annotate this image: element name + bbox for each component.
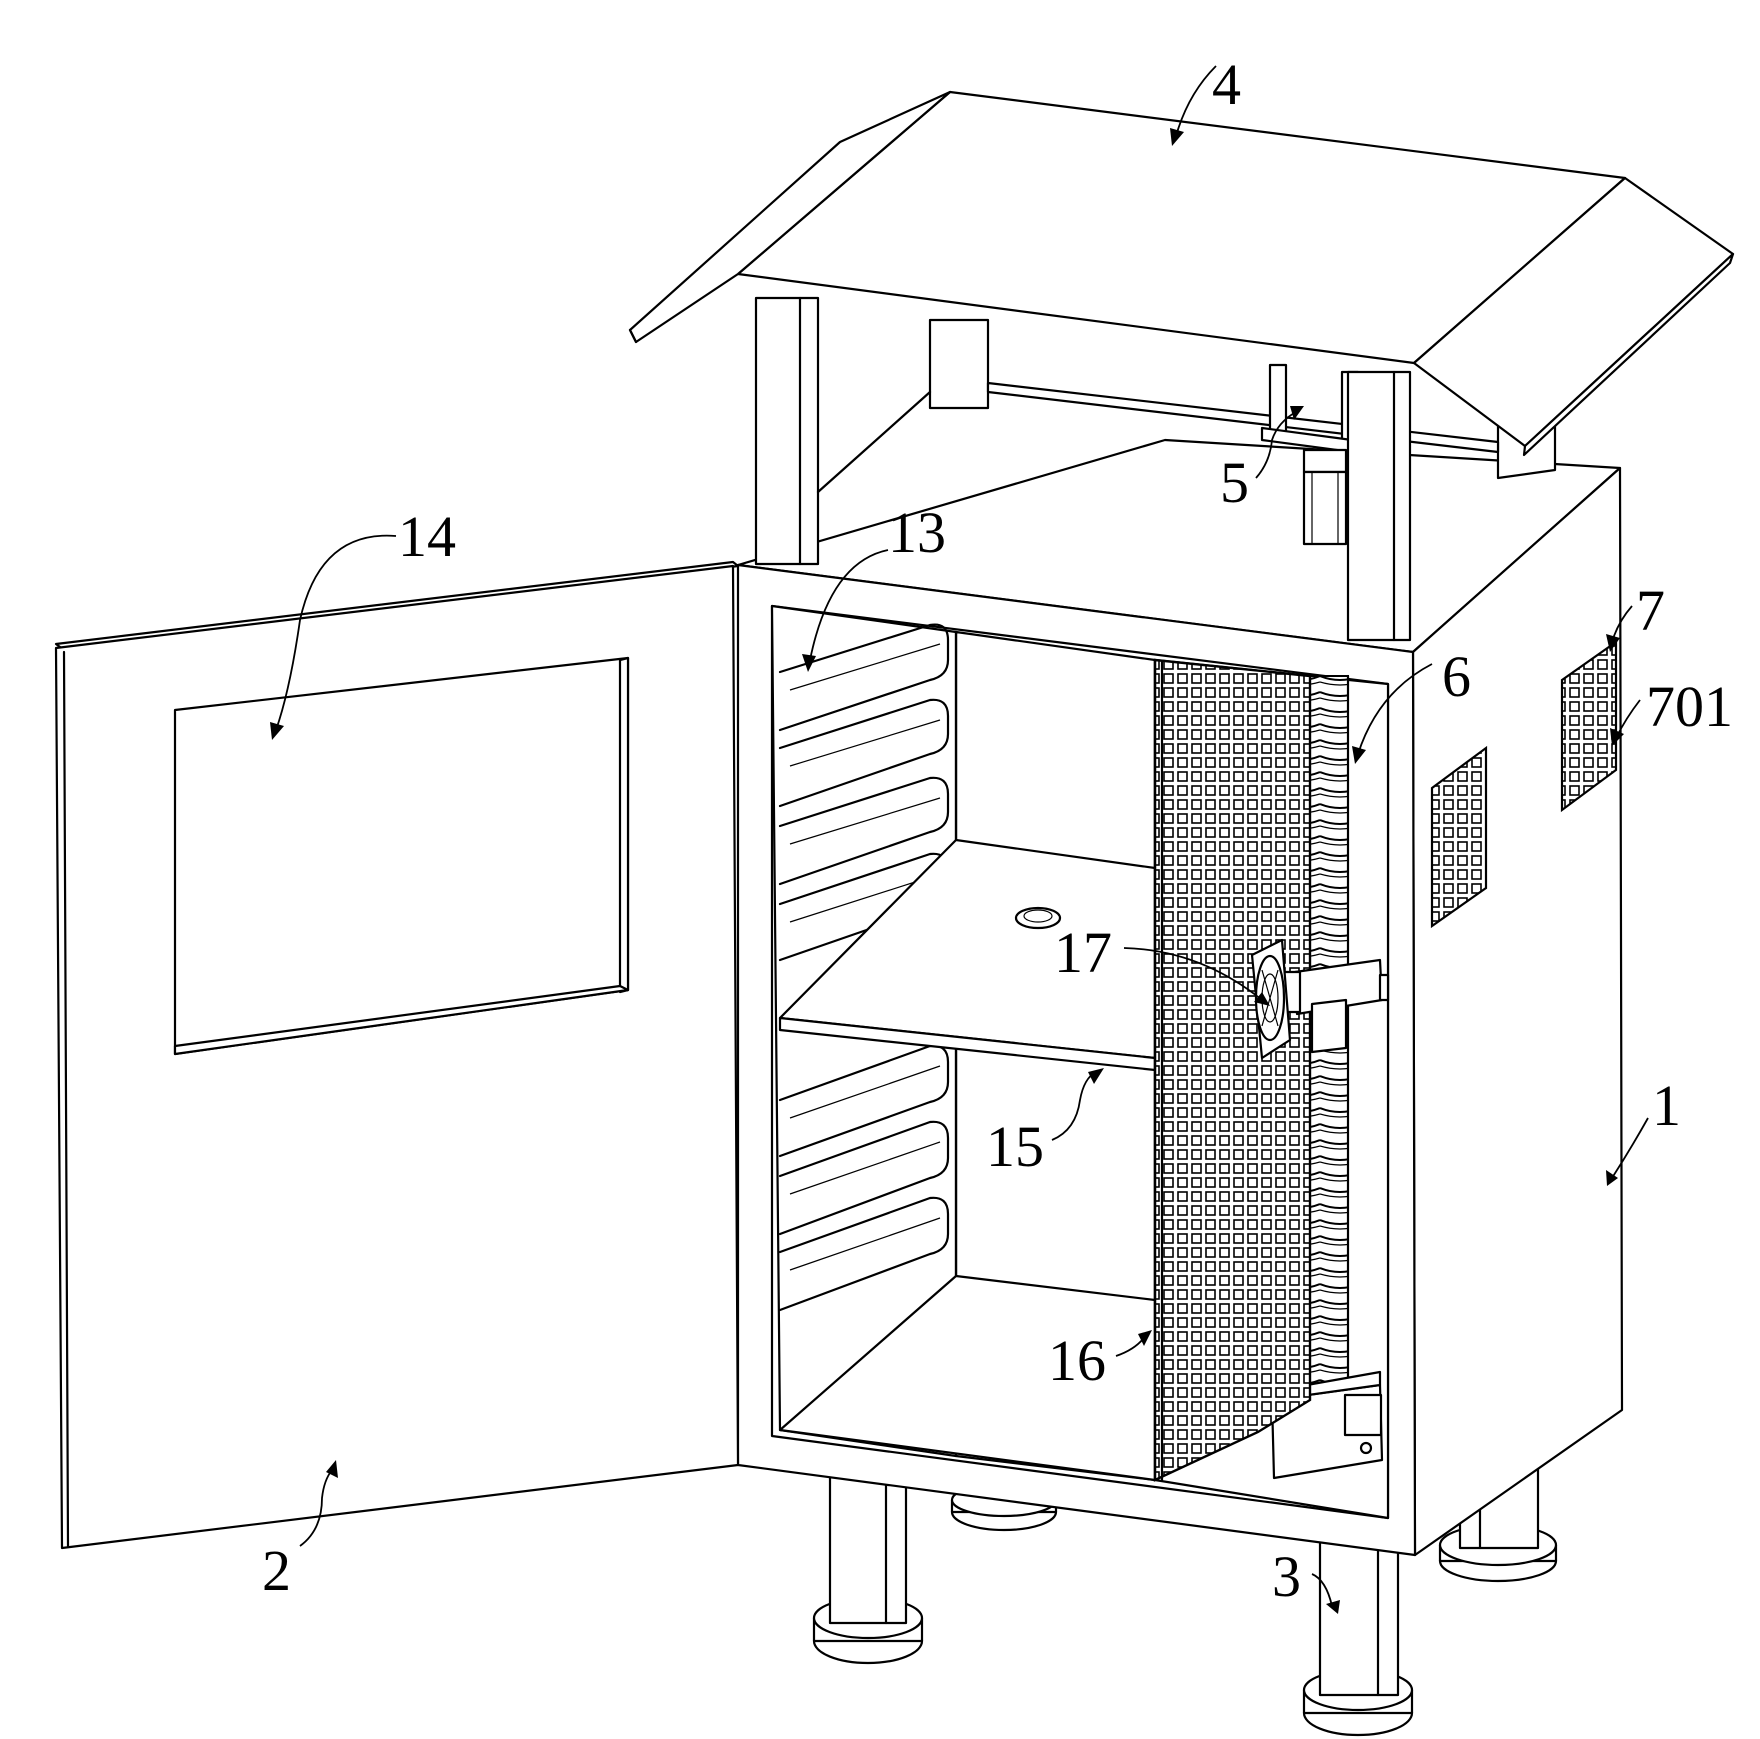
roof-right-edge [1522,252,1735,457]
label-16: 16 [1048,1328,1106,1393]
carriage [1274,958,1390,1054]
callouts: 1 2 3 4 5 6 7 701 13 14 [262,52,1733,1614]
label-7: 7 [1636,578,1665,643]
door [54,560,740,1550]
roof-assembly [628,90,1735,642]
label-2: 2 [262,1538,291,1603]
post-front-right [1346,370,1412,642]
shelf [778,838,1157,1072]
label-13: 13 [888,500,946,565]
label-1: 1 [1652,1073,1681,1138]
label-701: 701 [1646,674,1733,739]
leg-front-left [812,1473,924,1665]
label-14: 14 [398,504,456,569]
screw-base [1270,1370,1384,1480]
fan [1250,938,1292,1060]
side-vents [1430,639,1618,929]
post-front-left [754,296,820,566]
guide-rails-lower [778,1044,950,1312]
shelf-hole [1014,906,1062,930]
vent-left [1430,745,1488,929]
vent-right [1560,639,1618,813]
label-17: 17 [1054,920,1112,985]
label-4: 4 [1212,52,1241,117]
label-3: 3 [1272,1544,1301,1609]
cabinet-side-face [1411,466,1624,1557]
leg-front-right [1302,1528,1414,1737]
mesh-partition [1153,658,1312,1482]
label-15: 15 [986,1114,1044,1179]
label-6: 6 [1442,644,1471,709]
post-back-left [928,318,990,410]
cabinet-interior [770,604,1390,1520]
label-5: 5 [1220,450,1249,515]
